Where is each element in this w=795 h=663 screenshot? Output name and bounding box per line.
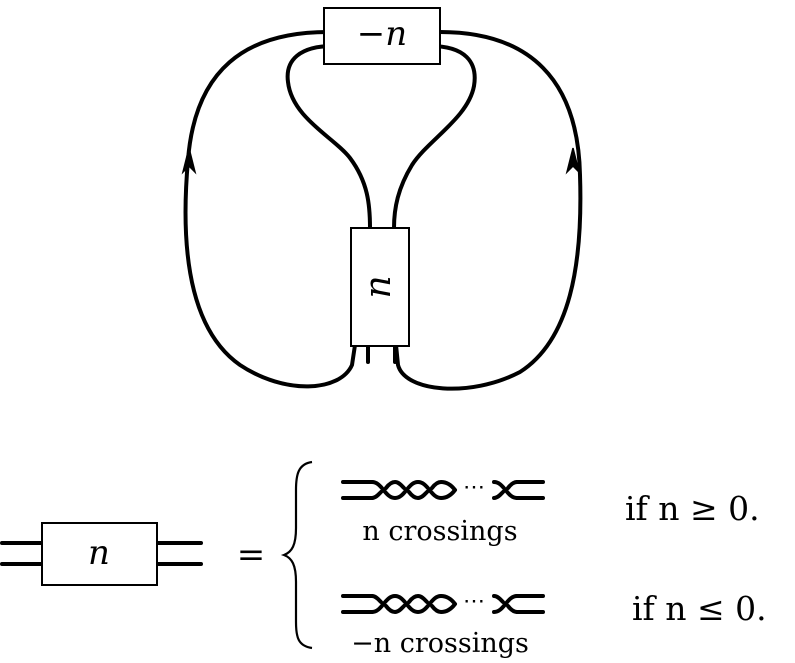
middle-box [350,227,410,347]
top-box [323,7,441,65]
inner-left-strand [285,44,372,230]
condition-negative: if n ≤ 0. [632,589,767,628]
top-box-label: −n [357,14,407,54]
braid-positive: ⋯ [341,475,545,500]
braid-positive-left-cap [341,480,374,500]
braid-negative: ⋯ [341,589,545,614]
braid-positive-dots: ⋯ [463,475,485,500]
n-box [41,522,158,586]
top-diagram: −n u [181,7,583,391]
braid-positive-caption: n crossings [362,516,517,547]
braid-negative-crossings [370,594,457,614]
outer-right-strand [394,30,583,391]
braid-negative-caption: −n crossings [351,628,529,659]
arrow-up-right-icon [565,147,581,175]
braid-negative-right-cap [515,594,545,614]
outer-left-strand [183,30,357,389]
n-box-label: n [88,533,110,573]
condition-positive: if n ≥ 0. [625,489,760,528]
definition: n = ⋯ n crossings if n ≥ 0. ⋯ −n crossin… [0,460,767,659]
braid-positive-last-crossing [492,480,519,500]
braid-positive-crossings [370,480,457,500]
middle-box-label: u [362,275,403,298]
braid-positive-right-cap [515,480,545,500]
arrow-up-left-icon [181,147,197,175]
braid-negative-last-crossing [492,594,519,614]
equals-sign: = [237,535,266,575]
braid-negative-dots: ⋯ [463,589,485,614]
inner-right-strand [392,44,477,230]
curly-brace [280,460,313,650]
braid-negative-left-cap [341,594,374,614]
